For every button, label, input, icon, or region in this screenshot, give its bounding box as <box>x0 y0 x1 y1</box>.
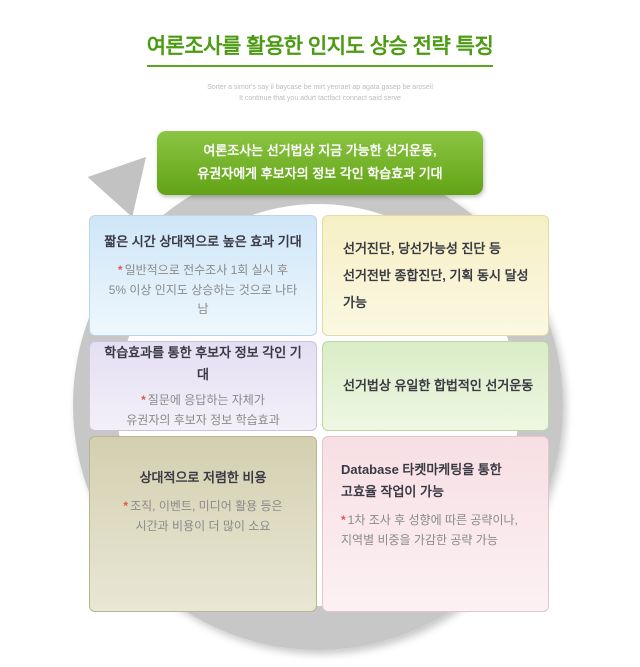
subtitle-caption: Sorter a simor's say il baycase be mirt … <box>207 84 433 103</box>
feature-box-legal-campaign: 선거법상 유일한 합법적인 선거운동 <box>322 341 549 431</box>
feature-heading: 선거법상 유일한 합법적인 선거운동 <box>343 377 534 393</box>
title-wrap: 여론조사를 활용한 인지도 상승 전략 특징 <box>0 30 640 67</box>
feature-box-high-effect: 짧은 시간 상대적으로 높은 효과 기대 *일반적으로 전수조사 1회 실시 후… <box>89 215 317 336</box>
note-asterisk: * <box>341 513 346 528</box>
note-text: 일반적으로 전수조사 1회 실시 후 5% 이상 인지도 상승하는 것으로 나타… <box>108 262 298 317</box>
feature-heading: 학습효과를 통한 후보자 정보 각인 기대 <box>104 344 302 382</box>
note-text: 1차 조사 후 성향에 따른 공략이나, 지역별 비중을 가감한 공략 가능 <box>341 513 518 547</box>
feature-box-low-cost: 상대적으로 저렴한 비용 *조직, 이벤트, 미디어 활용 등은 시간과 비용이… <box>89 436 317 612</box>
note-asterisk: * <box>123 499 129 514</box>
note-text: 질문에 응답하는 자체가 유권자의 후보자 정보 학습효과 <box>126 392 280 427</box>
note-asterisk: * <box>117 262 123 277</box>
feature-heading: 짧은 시간 상대적으로 높은 효과 기대 <box>104 233 302 249</box>
feature-note: *일반적으로 전수조사 1회 실시 후 5% 이상 인지도 상승하는 것으로 나… <box>104 261 302 320</box>
feature-box-database-targeting: Database 타켓마케팅을 통한 고효율 작업이 가능 *1차 조사 후 성… <box>322 436 549 612</box>
feature-note: *질문에 응답하는 자체가 유권자의 후보자 정보 학습효과 <box>126 391 280 431</box>
feature-box-learning-effect: 학습효과를 통한 후보자 정보 각인 기대 *질문에 응답하는 자체가 유권자의… <box>89 341 317 431</box>
page-title: 여론조사를 활용한 인지도 상승 전략 특징 <box>146 30 494 67</box>
note-asterisk: * <box>141 392 146 407</box>
feature-box-diagnosis: 선거진단, 당선가능성 진단 등 선거전반 종합진단, 기획 동시 달성 가능 <box>322 215 549 336</box>
feature-heading: 상대적으로 저렴한 비용 <box>139 470 267 485</box>
feature-heading: Database 타켓마케팅을 통한 고효율 작업이 가능 <box>341 462 502 500</box>
feature-note: *1차 조사 후 성향에 따른 공략이나, 지역별 비중을 가감한 공략 가능 <box>341 511 518 551</box>
feature-note: *조직, 이벤트, 미디어 활용 등은 시간과 비용이 더 많이 소요 <box>123 497 282 537</box>
feature-heading: 선거진단, 당선가능성 진단 등 선거전반 종합진단, 기획 동시 달성 가능 <box>343 240 529 311</box>
key-message-callout: 여론조사는 선거법상 지금 가능한 선거운동, 유권자에게 후보자의 정보 각인… <box>157 131 483 195</box>
note-text: 조직, 이벤트, 미디어 활용 등은 시간과 비용이 더 많이 소요 <box>130 499 283 533</box>
